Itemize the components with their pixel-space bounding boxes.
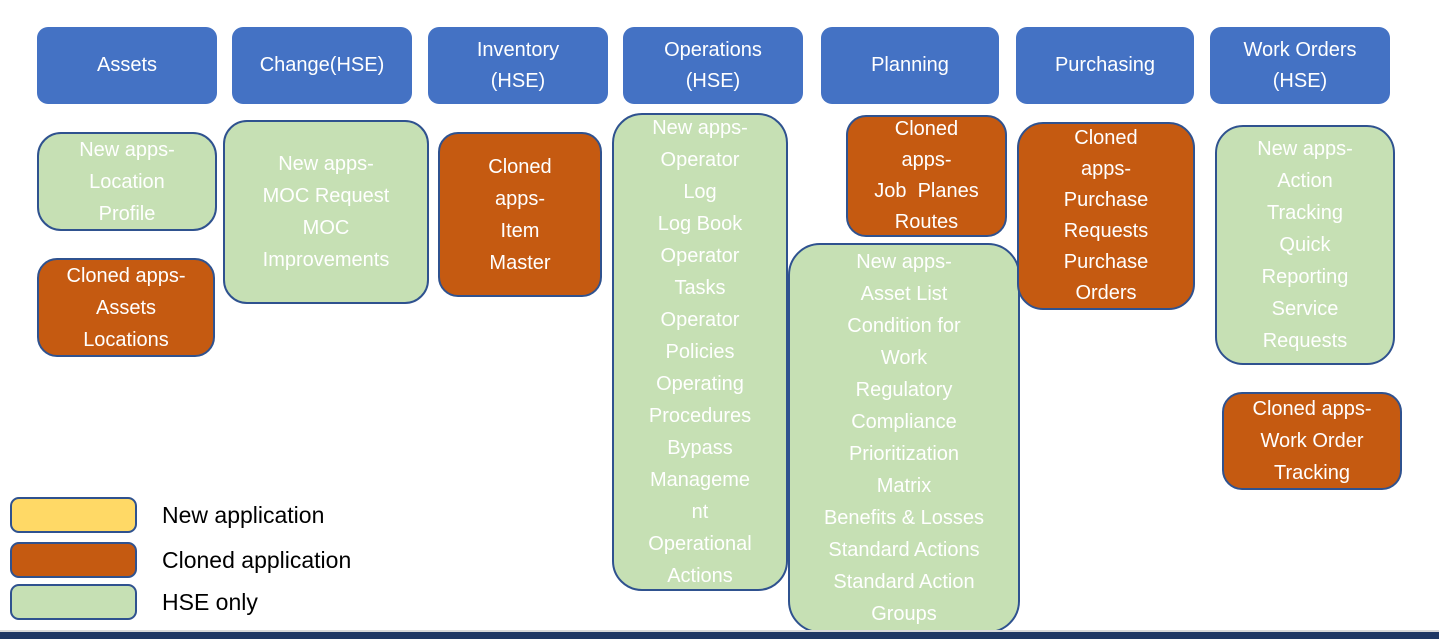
legend-item: New application: [10, 497, 324, 533]
planning-new-apps-box: New apps- Asset List Condition for Work …: [788, 243, 1020, 633]
legend-swatch-new-application: [10, 497, 137, 533]
column-header-planning: Planning: [821, 27, 999, 104]
legend-item: HSE only: [10, 584, 258, 620]
slide-footer-bar: [0, 630, 1439, 639]
column-header-assets: Assets: [37, 27, 217, 104]
assets-cloned-apps-box: Cloned apps- Assets Locations: [37, 258, 215, 357]
legend-label: New application: [162, 501, 325, 528]
legend-swatch-hse-only: [10, 584, 137, 620]
legend-label: Cloned application: [162, 546, 352, 573]
column-header-change: Change(HSE): [232, 27, 412, 104]
work-orders-new-apps-box: New apps- Action Tracking Quick Reportin…: [1215, 125, 1395, 365]
column-header-inventory: Inventory (HSE): [428, 27, 608, 104]
column-header-purchasing: Purchasing: [1016, 27, 1194, 104]
column-header-work-orders: Work Orders (HSE): [1210, 27, 1390, 104]
purchasing-cloned-apps-box: Cloned apps- Purchase Requests Purchase …: [1017, 122, 1195, 310]
legend-item: Cloned application: [10, 542, 351, 578]
inventory-cloned-apps-box: Cloned apps- Item Master: [438, 132, 602, 297]
legend-swatch-cloned-application: [10, 542, 137, 578]
legend-label: HSE only: [162, 588, 258, 615]
assets-new-apps-box: New apps- Location Profile: [37, 132, 217, 231]
planning-cloned-apps-box: Cloned apps- Job Planes Routes: [846, 115, 1007, 237]
change-new-apps-box: New apps- MOC Request MOC Improvements: [223, 120, 429, 304]
operations-new-apps-box: New apps- Operator Log Log Book Operator…: [612, 113, 788, 591]
column-header-operations: Operations (HSE): [623, 27, 803, 104]
work-orders-cloned-apps-box: Cloned apps- Work Order Tracking: [1222, 392, 1402, 490]
